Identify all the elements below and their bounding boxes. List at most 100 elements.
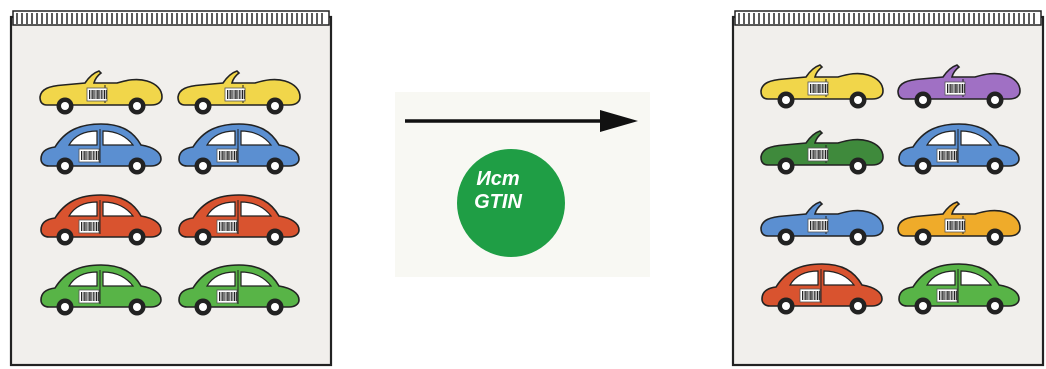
barcode-bar bbox=[91, 292, 92, 301]
barcode-bar bbox=[89, 151, 91, 160]
barcode-bar bbox=[225, 292, 227, 301]
car-hubcap bbox=[199, 233, 207, 241]
barcode-bar bbox=[84, 222, 86, 231]
beetle-car bbox=[178, 264, 300, 316]
barcode-bar bbox=[91, 222, 92, 231]
barcode-bar bbox=[92, 90, 94, 99]
beetle-car bbox=[761, 263, 883, 315]
barcode-label bbox=[86, 87, 108, 102]
barcode-bar bbox=[233, 292, 236, 301]
car-window bbox=[960, 130, 993, 146]
car-hubcap bbox=[133, 162, 141, 170]
barcode-bar bbox=[240, 90, 242, 99]
barcode-bar bbox=[86, 222, 87, 231]
barcode-bar bbox=[238, 90, 240, 99]
beetle-car bbox=[40, 194, 162, 246]
barcode-bar bbox=[963, 221, 965, 230]
car-hubcap bbox=[61, 233, 69, 241]
barcode-bar bbox=[220, 292, 222, 301]
car-window bbox=[925, 130, 956, 146]
car-window bbox=[925, 270, 956, 286]
barcode-bar bbox=[92, 151, 94, 160]
car-hubcap bbox=[782, 162, 790, 170]
barcode-bar bbox=[820, 150, 821, 159]
barcode-bar bbox=[230, 90, 232, 99]
barcode-bar bbox=[97, 90, 99, 99]
barcode-bar bbox=[818, 221, 820, 230]
barcode-bar bbox=[82, 222, 84, 231]
barcode-bar bbox=[944, 291, 945, 300]
barcode-bar bbox=[81, 222, 83, 231]
barcode-bar bbox=[219, 151, 221, 160]
car-hubcap bbox=[271, 233, 279, 241]
barcode-bar bbox=[813, 84, 815, 93]
barcode-bar bbox=[97, 292, 99, 301]
barcode-bar bbox=[940, 151, 942, 160]
barcode-bar bbox=[95, 151, 98, 160]
barcode-bar bbox=[824, 150, 827, 159]
barcode-bar bbox=[87, 222, 89, 231]
barcode-bar bbox=[227, 222, 229, 231]
barcode-bar bbox=[803, 291, 805, 300]
barcode-bar bbox=[953, 291, 956, 300]
barcode-label bbox=[807, 218, 829, 233]
barcode-bar bbox=[816, 291, 819, 300]
car-window bbox=[788, 270, 819, 286]
barcode-bar bbox=[810, 221, 812, 230]
barcode-bar bbox=[225, 151, 227, 160]
barcode-bar bbox=[942, 151, 944, 160]
barcode-bar bbox=[811, 150, 813, 159]
barcode-bar bbox=[81, 151, 83, 160]
car-hubcap bbox=[133, 102, 141, 110]
car-hubcap bbox=[919, 96, 927, 104]
barcode-bar bbox=[224, 292, 225, 301]
car-hubcap bbox=[991, 162, 999, 170]
barcode-bar bbox=[826, 221, 828, 230]
barcode-label bbox=[224, 87, 246, 102]
barcode-bar bbox=[87, 151, 89, 160]
convertible-car bbox=[760, 64, 884, 109]
barcode-bar bbox=[955, 291, 957, 300]
barcode-bar bbox=[82, 292, 84, 301]
notepad-binding bbox=[734, 10, 1042, 26]
barcode-bar bbox=[811, 84, 813, 93]
barcode-bar bbox=[813, 150, 815, 159]
barcode-bar bbox=[227, 151, 229, 160]
barcode-bar bbox=[949, 151, 950, 160]
barcode-bar bbox=[91, 151, 92, 160]
convertible-car bbox=[760, 130, 884, 175]
barcode-bar bbox=[961, 221, 964, 230]
right-panel bbox=[731, 10, 1045, 367]
barcode-bar bbox=[950, 291, 952, 300]
barcode-bar bbox=[224, 222, 225, 231]
convertible-car bbox=[760, 201, 884, 246]
badge-line-2: GTIN bbox=[474, 191, 522, 213]
barcode-bar bbox=[810, 150, 812, 159]
barcode-bar bbox=[950, 221, 952, 230]
barcode-label bbox=[216, 148, 238, 163]
barcode-bar bbox=[105, 90, 107, 99]
barcode-bar bbox=[229, 222, 230, 231]
car-hubcap bbox=[991, 96, 999, 104]
barcode-bar bbox=[810, 84, 812, 93]
barcode-bar bbox=[821, 150, 823, 159]
barcode-bar bbox=[222, 222, 224, 231]
barcode-bar bbox=[89, 222, 91, 231]
barcode-bar bbox=[823, 150, 825, 159]
barcode-bar bbox=[811, 221, 813, 230]
beetle-car bbox=[898, 123, 1020, 175]
barcode-bar bbox=[815, 291, 817, 300]
gtin-badge-label: Ист GTIN bbox=[450, 168, 546, 214]
barcode-bar bbox=[824, 221, 827, 230]
barcode-bar bbox=[232, 292, 234, 301]
car-hubcap bbox=[782, 302, 790, 310]
barcode-bar bbox=[949, 291, 950, 300]
convertible-car bbox=[897, 64, 1021, 109]
car-hubcap bbox=[133, 233, 141, 241]
barcode-label bbox=[216, 289, 238, 304]
barcode-bar bbox=[812, 291, 813, 300]
barcode-bar bbox=[230, 222, 232, 231]
barcode-bar bbox=[233, 151, 236, 160]
barcode-bar bbox=[823, 221, 825, 230]
barcode-label bbox=[799, 288, 821, 303]
